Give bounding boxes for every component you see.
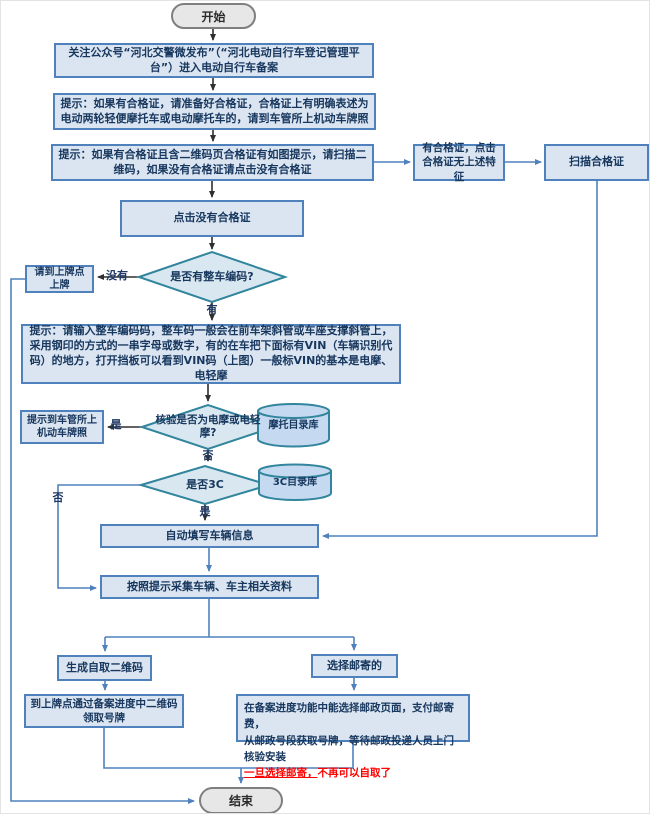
mail-detail-line3a: 一旦选择邮寄， <box>244 767 318 780</box>
edge-decision3-no <box>57 484 141 591</box>
end-node: 结束 <box>199 787 283 813</box>
db-3c-top <box>258 463 332 479</box>
node-tip-has-cert: 提示：如果有合格证，请准备好合格证，合格证上有明确表述为电动两轮轻便摩托车或电动… <box>53 93 376 130</box>
node-choose-mail: 选择邮寄的 <box>311 654 398 678</box>
label-yes-3c: 是 <box>199 505 211 518</box>
db-3c-shape <box>258 470 332 501</box>
node-go-plate-point: 请到上牌点上牌 <box>25 265 94 293</box>
edge-merge-bottom <box>103 728 354 769</box>
mail-detail-line3b: 不再可以自取了 <box>317 767 392 780</box>
main-chain-arrows <box>97 29 216 521</box>
mail-detail-line2: 从邮政号段获取号牌，等待邮政投递人员上门核验安装 <box>244 734 454 763</box>
node-tip-dmv: 提示到车管所上机动车牌照 <box>20 410 104 444</box>
decision-3c-label: 是否3C <box>186 478 224 492</box>
routed-connectors <box>10 159 598 804</box>
node-collect-info: 按照提示采集车辆、车主相关资料 <box>100 575 319 599</box>
db-moto-label: 摩托目录库 <box>268 419 319 431</box>
node-scan-cert: 扫描合格证 <box>544 144 649 181</box>
decision-vehicle-code-label: 是否有整车编码? <box>170 270 254 284</box>
node-follow-account: 关注公众号“河北交警微发布”（“河北电动自行车登记管理平台”）进入电动自行车备案 <box>54 43 374 78</box>
node-has-cert-no-feature: 有合格证，点击合格证无上述特征 <box>413 142 505 183</box>
database-shapes <box>257 403 332 501</box>
node-pickup-plate: 到上牌点通过备案进度中二维码领取号牌 <box>24 694 184 728</box>
mail-detail-line1: 在备案进度功能中能选择邮政页面，支付邮寄费， <box>244 702 454 731</box>
label-no-have: 没有 <box>106 269 128 282</box>
decision-shapes <box>135 250 289 506</box>
mail-detail-warning: 一旦选择邮寄，不再可以自取了 <box>244 767 391 779</box>
edge-scan-to-autofill <box>322 181 598 539</box>
node-click-no-cert: 点击没有合格证 <box>120 200 304 237</box>
label-no-3c: 否 <box>52 491 64 504</box>
label-have: 有 <box>206 303 218 316</box>
node-auto-fill: 自动填写车辆信息 <box>100 524 319 548</box>
label-no-moto: 否 <box>202 449 214 462</box>
node-tip-input-code: 提示：请输入整车编码码，整车码一般会在前车架斜管或车座支撑斜管上，采用钢印的方式… <box>21 324 401 384</box>
node-gen-qr: 生成自取二维码 <box>57 655 152 681</box>
decision-vehicle-code-shape <box>135 250 289 304</box>
db-moto-top <box>257 403 330 419</box>
decision-moto-label: 核验是否为电摩或电轻摩? <box>155 413 261 439</box>
db-3c-label: 3C目录库 <box>272 476 318 488</box>
db-moto-shape <box>257 410 330 448</box>
node-mail-detail: 在备案进度功能中能选择邮政页面，支付邮寄费， 从邮政号段获取号牌，等待邮政投递人… <box>236 694 470 779</box>
node-tip-qr-cert: 提示：如果有合格证且含二维码页合格证有如图提示，请扫描二维码，如果没有合格证请点… <box>51 144 374 181</box>
label-yes-moto: 是 <box>110 418 122 431</box>
start-node: 开始 <box>171 3 256 29</box>
edge-plate-point-to-end <box>10 278 195 804</box>
